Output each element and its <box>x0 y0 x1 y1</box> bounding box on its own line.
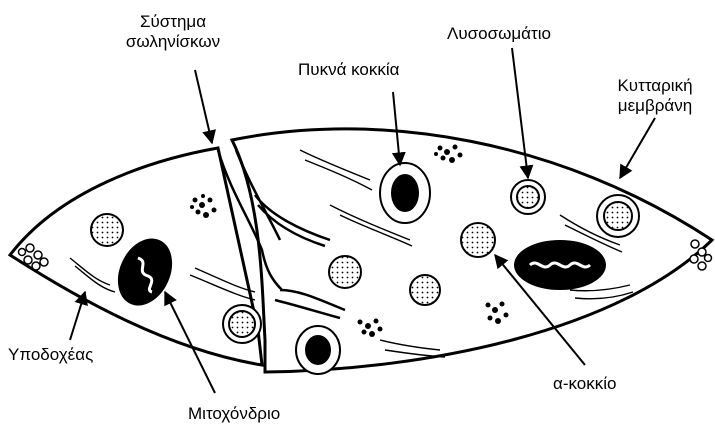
label-mitochondrion: Μιτοχόνδριο <box>188 404 280 424</box>
label-tubular-system: Σύστημα σωληνίσκων <box>118 12 228 52</box>
label-tubular-system-line1: Σύστημα <box>118 12 228 32</box>
label-alpha-granule: α-κοκκίο <box>553 374 616 394</box>
label-receptors: Υποδοχέας <box>8 345 93 365</box>
label-lysosome: Λυσοσωμάτιο <box>447 24 551 44</box>
label-cell-membrane: Κυτταρική μεμβράνη <box>600 76 710 116</box>
label-cell-membrane-line2: μεμβράνη <box>600 96 710 116</box>
label-cell-membrane-line1: Κυτταρική <box>600 76 710 96</box>
label-dense-granules: Πυκνά κοκκία <box>298 60 399 80</box>
dense-granules <box>296 163 430 374</box>
receptor-cluster-left <box>19 244 49 270</box>
label-tubular-system-line2: σωληνίσκων <box>118 32 228 52</box>
